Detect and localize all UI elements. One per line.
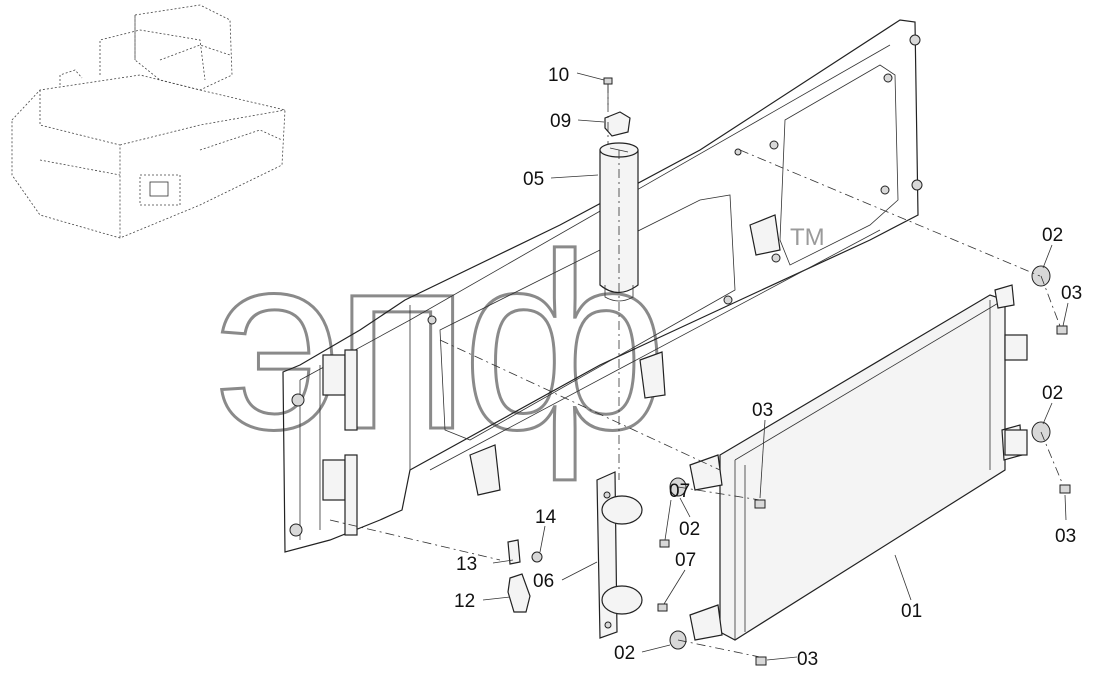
watermark: эпф TM [214, 201, 825, 483]
callout-05: 05 [523, 169, 544, 190]
bolt-14 [531, 551, 543, 563]
callout-14: 14 [535, 507, 557, 528]
callout-03-d: 03 [797, 649, 818, 670]
callout-12: 12 [454, 591, 475, 612]
bracket-12 [507, 573, 531, 613]
clamp-13 [507, 539, 521, 565]
callout-13: 13 [456, 554, 477, 575]
callout-07-a: 07 [669, 481, 690, 502]
callout-09: 09 [550, 111, 571, 132]
mount-bracket-06 [596, 471, 643, 639]
watermark-text: эпф [215, 202, 660, 481]
callout-02-b: 02 [1042, 383, 1063, 404]
fasteners [657, 265, 1071, 666]
callout-06: 06 [533, 571, 554, 592]
assembly-lines [329, 84, 1064, 658]
mounting-frame [282, 19, 923, 553]
condenser-01 [689, 284, 1028, 641]
excavator-overview-icon [11, 4, 286, 239]
callouts: 10 09 05 02 03 02 03 03 07 02 14 13 06 0… [454, 65, 1082, 670]
callout-10: 10 [548, 65, 569, 86]
callout-03-a: 03 [1061, 283, 1082, 304]
callout-01: 01 [901, 601, 922, 622]
callout-02-a: 02 [1042, 225, 1063, 246]
callout-02-c: 02 [679, 519, 700, 540]
clamp-09 [604, 111, 631, 137]
callout-03-c: 03 [1055, 526, 1076, 547]
watermark-trademark: TM [790, 224, 825, 251]
callout-07-b: 07 [675, 550, 696, 571]
leader-lines [482, 72, 1069, 661]
callout-03-b: 03 [752, 400, 773, 421]
callout-02-d: 02 [614, 643, 635, 664]
